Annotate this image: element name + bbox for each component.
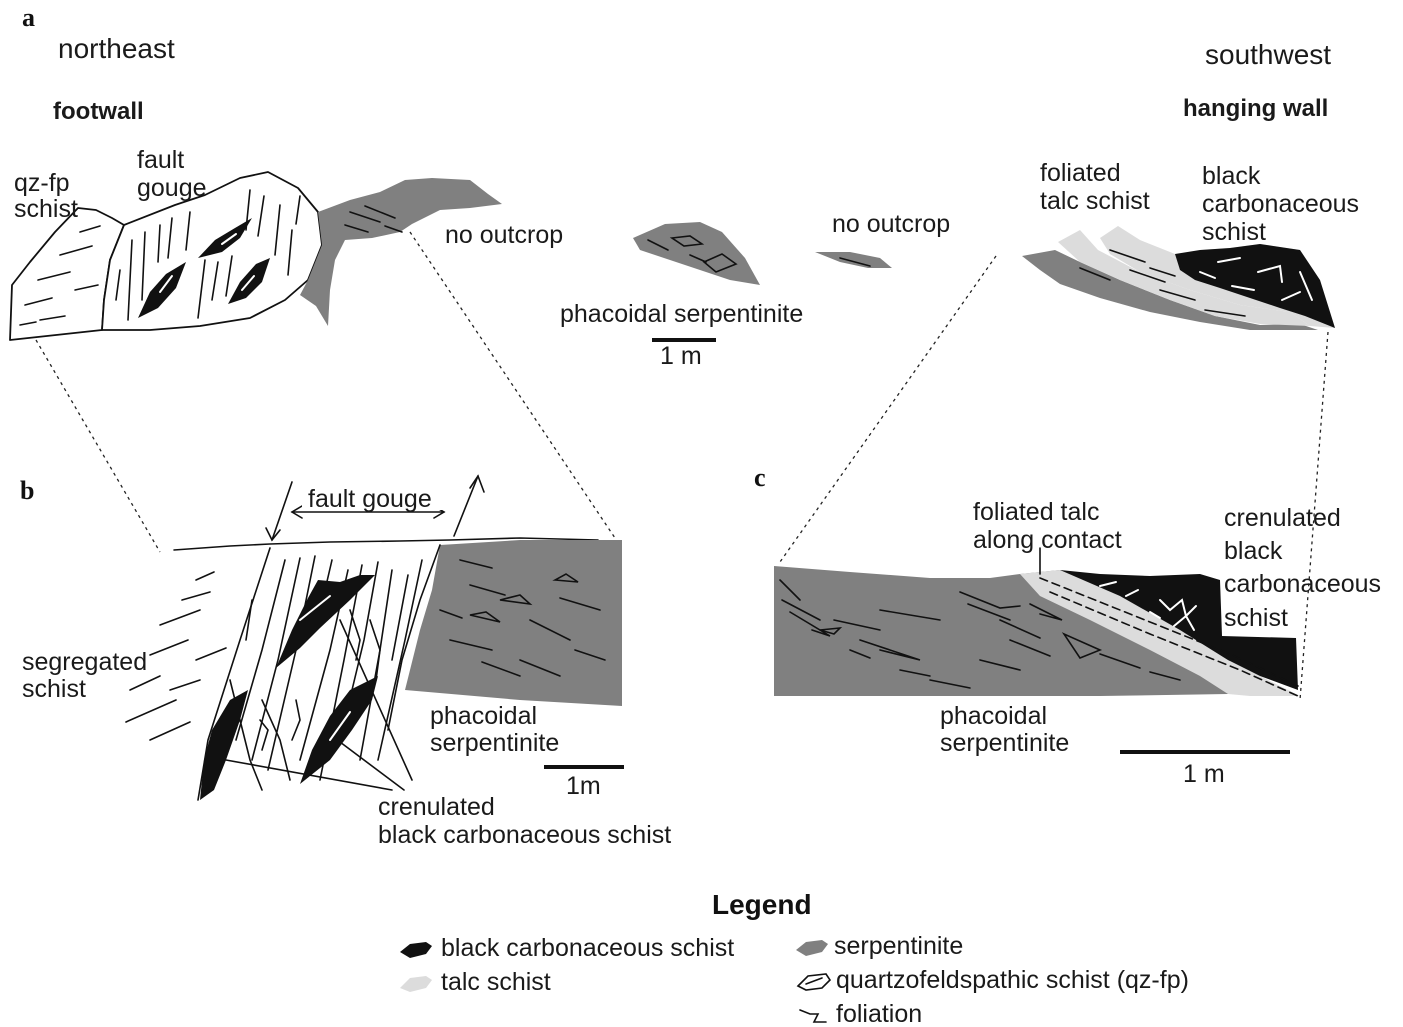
- panel-a: a northeast southwest footwall hanging w…: [10, 3, 1359, 370]
- legend-item-black-schist: black carbonaceous schist: [441, 934, 734, 962]
- footwall-outcrop: [10, 172, 502, 340]
- phacoidal-label-b-1: phacoidal: [430, 702, 537, 730]
- footwall-label: footwall: [53, 98, 144, 125]
- no-outcrop-label-2: no outcrop: [832, 210, 950, 238]
- crenulated-label-b-1: crenulated: [378, 793, 495, 821]
- panel-b-letter: b: [20, 476, 34, 505]
- foliation-symbol-icon: [800, 1010, 826, 1022]
- serpentinite-block-small: [815, 252, 892, 268]
- scale-label-b: 1m: [566, 772, 601, 800]
- black-schist-swatch-icon: [400, 942, 432, 958]
- crenulated-label-b-2: black carbonaceous schist: [378, 821, 671, 849]
- foliated-talc-label-c-2: along contact: [973, 526, 1122, 554]
- fault-gouge-label-2: gouge: [137, 174, 207, 202]
- legend-item-qzfp: quartzofeldspathic schist (qz-fp): [836, 966, 1189, 994]
- crenulated-label-c-3: carbonaceous: [1224, 570, 1381, 598]
- panel-c-letter: c: [754, 463, 766, 492]
- phacoidal-serpentinite-block: [633, 222, 760, 285]
- crenulated-label-c-2: black: [1224, 537, 1283, 565]
- direction-northeast: northeast: [58, 33, 175, 64]
- panel-c: c foliated talc along contact crenulated…: [754, 463, 1381, 788]
- phacoidal-serpentinite-b: [405, 540, 622, 706]
- phacoidal-label-c-1: phacoidal: [940, 702, 1047, 730]
- qzfp-label-1: qz-fp: [14, 169, 70, 197]
- hanging-wall-label: hanging wall: [1183, 95, 1328, 122]
- central-outcrops: no outcrop no outcrop phacoidal serpenti…: [445, 210, 950, 370]
- legend-item-serpentinite: serpentinite: [834, 932, 963, 960]
- black-schist-lens-b: [300, 676, 378, 784]
- talc-schist-swatch-icon: [400, 976, 432, 992]
- hanging-wall-outcrop: foliated talc schist black carbonaceous …: [1022, 159, 1359, 330]
- foliated-talc-label-c-1: foliated talc: [973, 498, 1099, 526]
- scale-label-a: 1 m: [660, 342, 702, 370]
- black-schist-label-3: schist: [1202, 218, 1266, 246]
- legend-item-foliation: foliation: [836, 1000, 922, 1027]
- panel-a-letter: a: [22, 3, 35, 32]
- phacoidal-label-b-2: serpentinite: [430, 729, 559, 757]
- qzfp-swatch-icon: [798, 974, 830, 990]
- legend: Legend black carbonaceous schist talc sc…: [400, 889, 1189, 1027]
- phacoidal-label-c-2: serpentinite: [940, 729, 1069, 757]
- crenulated-label-c-1: crenulated: [1224, 504, 1341, 532]
- foliated-talc-label-1: foliated: [1040, 159, 1121, 187]
- foliated-talc-label-2: talc schist: [1040, 187, 1150, 215]
- serpentinite-outcrop: [300, 178, 502, 326]
- panel-b: b: [20, 476, 671, 849]
- no-outcrop-label-1: no outcrop: [445, 221, 563, 249]
- legend-title: Legend: [712, 889, 812, 920]
- black-schist-label-1: black: [1202, 162, 1261, 190]
- fault-gouge-label-1: fault: [137, 146, 184, 174]
- crenulated-label-c-4: schist: [1224, 604, 1288, 632]
- segregated-schist-label-2: schist: [22, 675, 86, 703]
- qzfp-label-2: schist: [14, 195, 78, 223]
- segregated-schist-label-1: segregated: [22, 648, 147, 676]
- serpentinite-swatch-icon: [796, 940, 828, 956]
- fault-gouge-label-b: fault gouge: [308, 485, 432, 513]
- scale-label-c: 1 m: [1183, 760, 1225, 788]
- legend-item-talc-schist: talc schist: [441, 968, 551, 996]
- phacoidal-serpentinite-label: phacoidal serpentinite: [560, 300, 803, 328]
- black-schist-label-2: carbonaceous: [1202, 190, 1359, 218]
- direction-southwest: southwest: [1205, 39, 1331, 70]
